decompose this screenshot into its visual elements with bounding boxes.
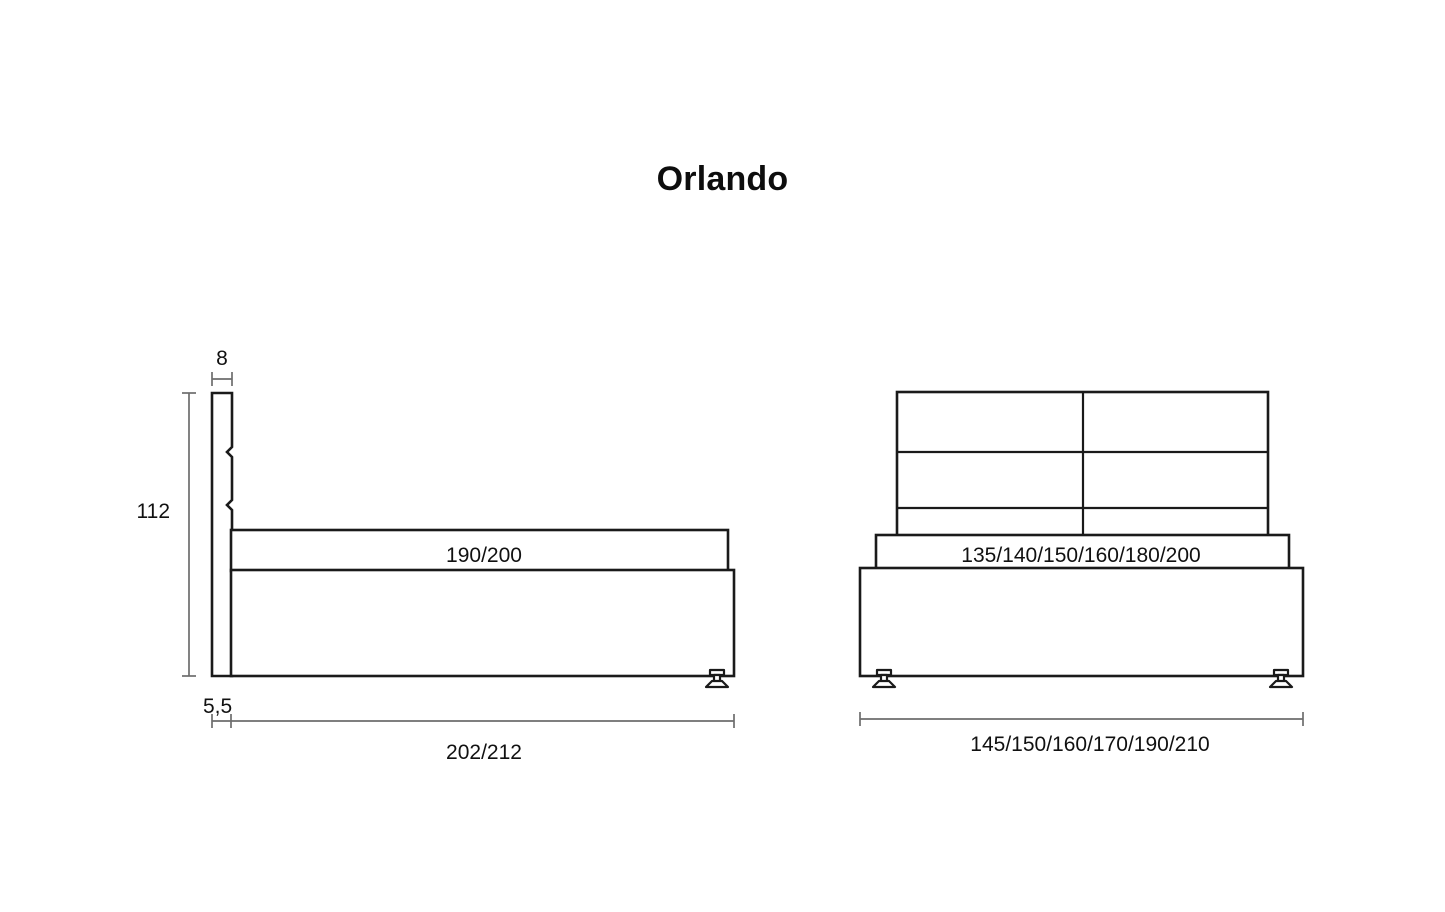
front-base-box [858, 566, 1305, 678]
side-base-inset-label: 5,5 [203, 695, 232, 718]
side-headboard-height-label: 112 [137, 500, 170, 523]
side-elevation-view: 190/200 8 112 5,5 202/212 [137, 347, 736, 764]
front-elevation-view: 135/140/150/160/180/200 145/150/160/170/… [858, 390, 1305, 756]
dimension-headboard-height [182, 392, 196, 677]
side-mattress-length-label: 190/200 [446, 544, 522, 567]
side-mattress [229, 528, 730, 573]
front-foot-left [871, 668, 897, 689]
front-overall-width-label: 145/150/160/170/190/210 [970, 733, 1209, 756]
side-headboard-thickness-label: 8 [216, 347, 228, 370]
dimension-headboard-thickness [211, 372, 233, 386]
side-headboard [210, 391, 234, 678]
side-base-box [229, 568, 736, 678]
side-foot [704, 668, 730, 689]
front-mattress-width-label: 135/140/150/160/180/200 [961, 544, 1200, 567]
front-mattress [874, 533, 1291, 573]
dimension-overall-width [859, 712, 1304, 726]
dimension-overall-length [231, 714, 735, 728]
front-foot-right [1268, 668, 1294, 689]
side-overall-length-label: 202/212 [446, 741, 522, 764]
page-title: Orlando [656, 160, 789, 198]
